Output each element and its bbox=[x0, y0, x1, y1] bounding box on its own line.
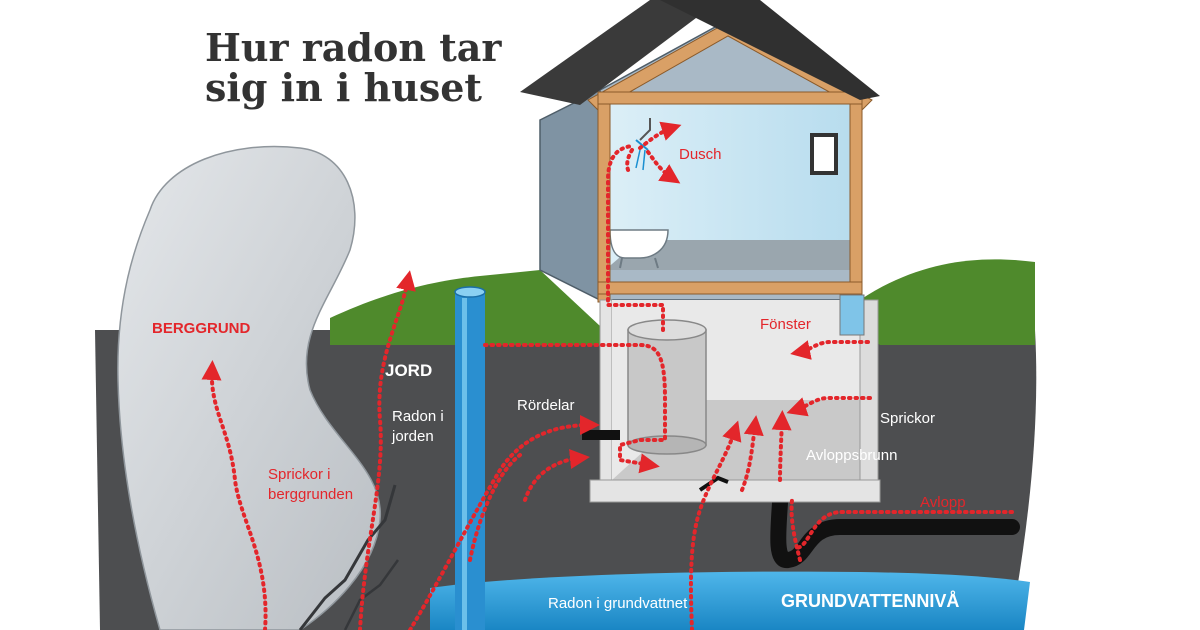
radon-flow-arrow bbox=[740, 415, 764, 492]
label-dusch: Dusch bbox=[679, 146, 722, 163]
radon-flow-arrow bbox=[638, 121, 682, 150]
roof-right bbox=[660, 0, 880, 100]
radon-flow-arrow bbox=[201, 360, 268, 630]
label-sprickor-i-berggrunden-line-1: Sprickor i bbox=[268, 466, 331, 483]
label-radon-i-grundvattnet: Radon i grundvattnet bbox=[548, 595, 688, 612]
radon-flow-arrow bbox=[688, 420, 742, 630]
title-line-1: Hur radon tar bbox=[205, 25, 502, 70]
radon-flow-arrow bbox=[606, 144, 665, 332]
groundwater bbox=[430, 571, 1030, 630]
floor-crack bbox=[698, 475, 729, 492]
radon-flow-arrow bbox=[468, 453, 522, 562]
label-avloppsbrunn: Avloppsbrunn bbox=[806, 447, 898, 464]
well-pipe-top bbox=[454, 286, 486, 298]
bedrock-crack bbox=[298, 484, 397, 630]
radon-flow-arrow bbox=[358, 270, 416, 630]
label-grundvattenniva: GRUNDVATTENNIVÅ bbox=[781, 591, 960, 611]
roof-left bbox=[520, 0, 720, 105]
upper-room-window bbox=[810, 133, 838, 175]
pipe-joint bbox=[582, 430, 620, 440]
radon-flow-arrows bbox=[201, 121, 1014, 630]
bathtub-icon bbox=[609, 229, 669, 269]
radon-flow-arrow bbox=[408, 415, 600, 630]
diagram-title: Hur radon tar sig in i huset bbox=[205, 28, 501, 108]
bedrock bbox=[117, 145, 381, 630]
label-sprickor: Sprickor bbox=[880, 410, 936, 427]
radon-flow-arrow bbox=[646, 150, 681, 184]
basement-wall-left bbox=[599, 299, 613, 496]
label-rordelar: Rördelar bbox=[517, 397, 575, 414]
room-floor bbox=[605, 240, 855, 270]
well-pipe bbox=[455, 292, 485, 630]
water-tank-icon bbox=[627, 319, 707, 455]
house-wall-left bbox=[539, 88, 601, 302]
timber-frame bbox=[587, 21, 873, 303]
radon-flow-arrow bbox=[790, 340, 870, 360]
radon-flow-arrow bbox=[483, 343, 667, 474]
shower-icon bbox=[635, 118, 651, 171]
radon-flow-arrow bbox=[625, 148, 634, 176]
radon-flow-arrow bbox=[794, 510, 1014, 550]
bedrock-crack bbox=[343, 559, 400, 630]
radon-flow-arrow bbox=[786, 396, 872, 417]
label-radon-i-jorden-line-2: jorden bbox=[392, 428, 434, 445]
label-berggrund: BERGGRUND bbox=[152, 320, 251, 337]
label-sprickor-i-berggrunden-line-2: berggrunden bbox=[268, 486, 354, 503]
radon-flow-arrow bbox=[789, 498, 802, 562]
radon-flow-arrow bbox=[771, 410, 792, 482]
basement-window bbox=[839, 294, 865, 336]
sewer-pipe bbox=[770, 462, 1020, 568]
grass-right bbox=[860, 259, 1035, 345]
radon-flow-arrow bbox=[523, 449, 590, 502]
foundation-footing bbox=[589, 479, 881, 503]
label-fonster: Fönster bbox=[760, 316, 811, 333]
label-radon-i-jorden-line-1: Radon i bbox=[392, 408, 444, 425]
label-jord: JORD bbox=[385, 361, 433, 380]
label-avlopp: Avlopp bbox=[920, 494, 966, 511]
title-line-2: sig in i huset bbox=[205, 65, 482, 110]
